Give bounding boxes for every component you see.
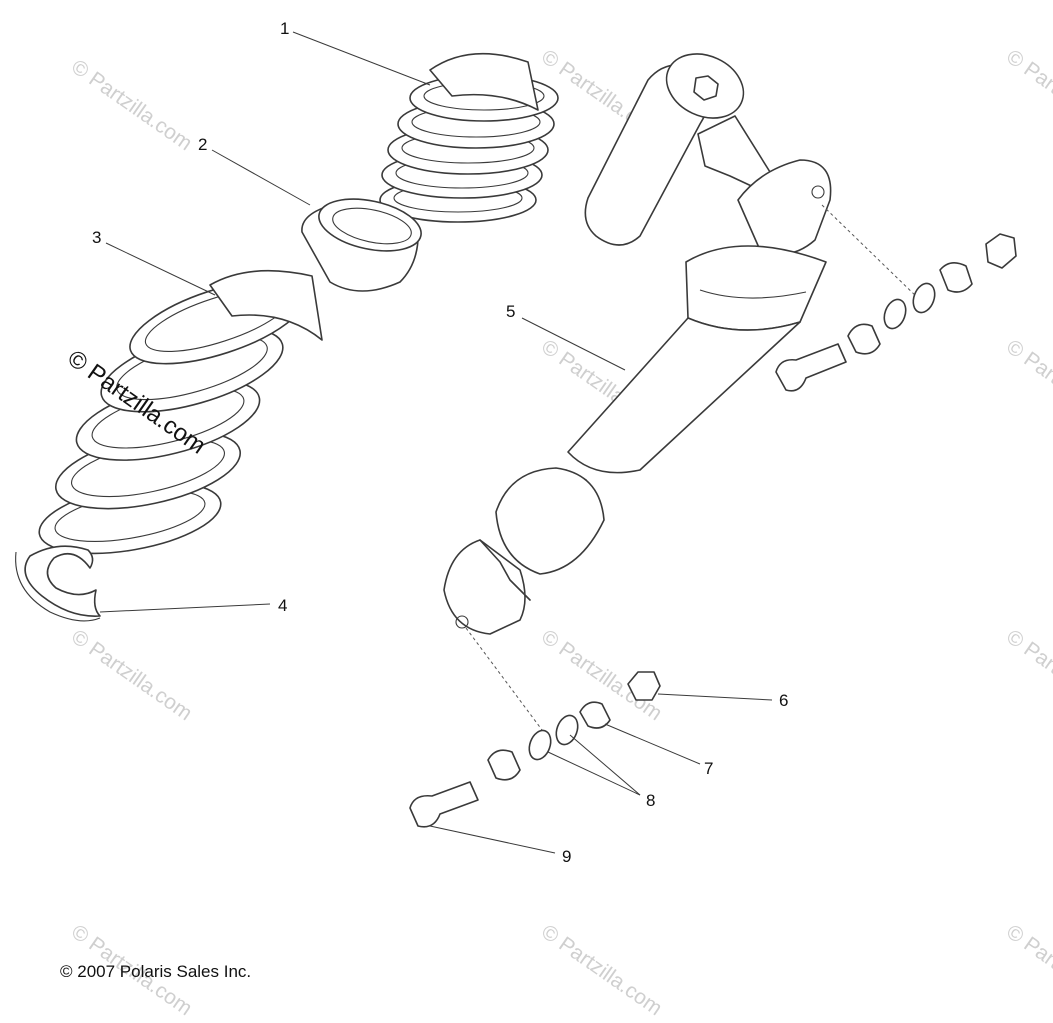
spring-adapter — [301, 198, 422, 292]
upper-bushing — [939, 262, 973, 293]
lower-hardware — [409, 627, 661, 828]
watermark: © Partzilla.com — [1002, 335, 1053, 435]
callout-7: 7 — [704, 759, 713, 778]
callout-1: 1 — [280, 19, 289, 38]
watermark: © Partzilla.com — [537, 920, 666, 1020]
reservoir-nut — [693, 75, 719, 101]
callout-3: 3 — [92, 228, 101, 247]
lower-washer — [528, 729, 552, 761]
upper-bolt — [775, 343, 847, 392]
watermark: © Partzilla.com — [1002, 920, 1053, 1020]
upper-nut — [985, 233, 1017, 269]
upper-hardware — [775, 204, 1017, 392]
lower-bushing — [579, 701, 611, 729]
upper-spring — [379, 52, 559, 223]
lower-spacer — [487, 749, 521, 781]
main-spring — [38, 269, 323, 555]
upper-washer — [912, 282, 936, 314]
watermark: © Partzilla.com — [67, 625, 196, 725]
callout-5: 5 — [506, 302, 515, 321]
leader-lines — [99, 31, 773, 854]
watermark: © Partzilla.com — [67, 55, 196, 155]
copyright-notice: © 2007 Polaris Sales Inc. — [60, 962, 252, 981]
upper-spacer — [847, 323, 881, 355]
callout-2: 2 — [198, 135, 207, 154]
lower-nut — [627, 671, 661, 701]
lower-bolt — [409, 781, 479, 828]
callouts: 1 2 3 4 5 6 7 8 9 — [92, 19, 788, 866]
callout-4: 4 — [278, 596, 287, 615]
shock-absorber — [443, 53, 832, 635]
callout-8: 8 — [646, 791, 655, 810]
lower-washer — [555, 714, 579, 746]
upper-washer — [883, 298, 907, 330]
callout-6: 6 — [779, 691, 788, 710]
callout-9: 9 — [562, 847, 571, 866]
watermark: © Partzilla.com — [1002, 625, 1053, 725]
spring-retainer — [15, 545, 101, 622]
watermark: © Partzilla.com — [1002, 45, 1053, 145]
